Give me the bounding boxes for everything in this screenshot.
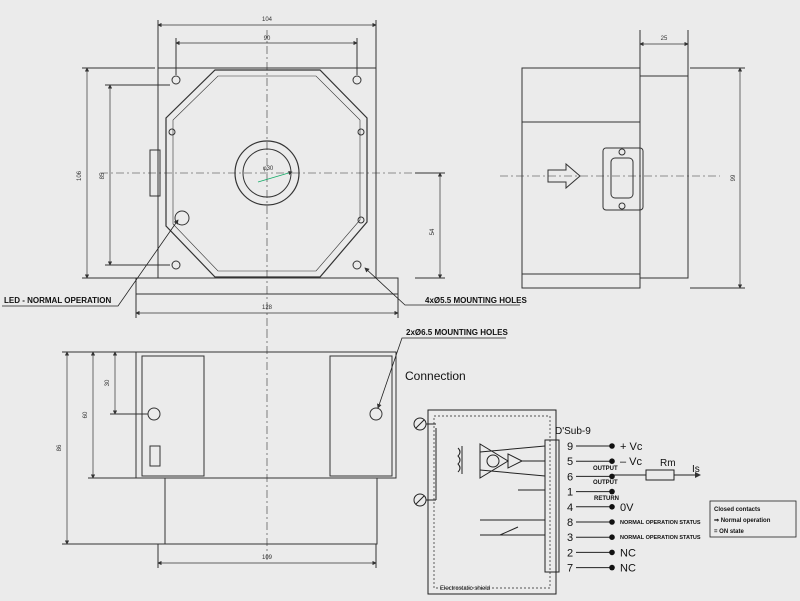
pin-terminal-8 bbox=[609, 519, 615, 525]
pin-label-8: NORMAL OPERATION STATUS bbox=[620, 520, 701, 526]
rm-label: Rm bbox=[660, 458, 676, 469]
legend-line-1: Closed contacts bbox=[714, 507, 761, 513]
output-label-2: OUTPUT bbox=[593, 480, 618, 486]
connection-title: Connection bbox=[405, 369, 466, 383]
legend-line-3: = ON state bbox=[714, 529, 745, 535]
front-view bbox=[82, 20, 445, 330]
dim-128: 128 bbox=[262, 305, 273, 311]
shield-label: Electrostatic shield bbox=[440, 586, 490, 592]
dim-90: 90 bbox=[264, 36, 271, 42]
pin-number-6: 6 bbox=[567, 471, 573, 483]
dim-60: 60 bbox=[83, 411, 89, 418]
label-2x-mounting-holes: 2xØ6.5 MOUNTING HOLES bbox=[406, 328, 508, 337]
schematic bbox=[413, 409, 797, 595]
dim-104: 104 bbox=[262, 17, 273, 23]
dim-85: 85 bbox=[100, 172, 106, 179]
legend-line-2: ⇒ Normal operation bbox=[714, 518, 771, 524]
side-view bbox=[500, 30, 745, 289]
pin-number-7: 7 bbox=[567, 563, 573, 575]
pin-label-9: + Vc bbox=[620, 441, 643, 453]
pin-terminal-6 bbox=[609, 473, 615, 480]
dim-54: 54 bbox=[430, 228, 436, 235]
dim-99: 99 bbox=[731, 174, 737, 181]
dim-86: 86 bbox=[57, 444, 63, 451]
dim-106: 106 bbox=[77, 170, 83, 181]
pin-terminal-7 bbox=[609, 564, 615, 571]
dsub-label: D'Sub-9 bbox=[555, 426, 591, 437]
pin-label-5: – Vc bbox=[620, 456, 643, 468]
dim-30: 30 bbox=[105, 379, 111, 386]
pin-terminal-4 bbox=[609, 504, 615, 510]
pin-terminal-5 bbox=[609, 458, 615, 465]
pin-number-3: 3 bbox=[567, 532, 573, 544]
output-label: OUTPUT bbox=[593, 466, 618, 472]
pin-terminal-1 bbox=[609, 488, 615, 495]
dim-diameter-30: φ30 bbox=[263, 166, 274, 172]
dim-25: 25 bbox=[661, 36, 668, 42]
pin-label-7: NC bbox=[620, 563, 636, 575]
pin-number-4: 4 bbox=[567, 502, 573, 514]
label-4x-mounting-holes: 4xØ5.5 MOUNTING HOLES bbox=[425, 296, 527, 305]
pin-number-2: 2 bbox=[567, 547, 573, 559]
pin-label-3: NORMAL OPERATION STATUS bbox=[620, 535, 701, 541]
pin-number-1: 1 bbox=[567, 487, 573, 499]
dim-109: 109 bbox=[262, 555, 273, 561]
is-label: Is bbox=[692, 464, 700, 475]
pin-terminal-9 bbox=[609, 443, 615, 449]
pin-number-8: 8 bbox=[567, 517, 573, 529]
pin-number-5: 5 bbox=[567, 456, 573, 468]
return-label: RETURN bbox=[594, 496, 619, 502]
pin-terminal-2 bbox=[609, 549, 615, 556]
bottom-view bbox=[62, 330, 397, 568]
pin-label-4: 0V bbox=[620, 502, 634, 514]
pin-terminal-3 bbox=[609, 534, 615, 540]
pin-number-9: 9 bbox=[567, 441, 573, 453]
pin-label-2: NC bbox=[620, 547, 636, 559]
label-led-normal-operation: LED - NORMAL OPERATION bbox=[4, 296, 111, 305]
